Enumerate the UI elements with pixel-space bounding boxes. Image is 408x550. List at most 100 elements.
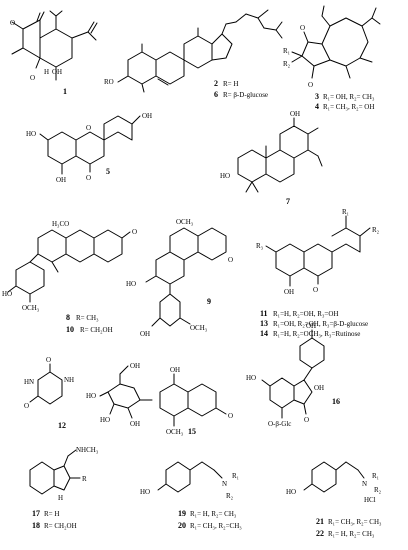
compound-caption: R₁= H, R₂= CH₃ — [190, 510, 237, 518]
structure-compound-11-13-14: R₁ R₂ R₃ O OH 11 R₁=H, R₂=OH, R₃=OH 13 R… — [256, 208, 380, 338]
structure-compound-12: O NH HN O 12 — [24, 356, 74, 430]
atom-label-o: O — [30, 74, 35, 82]
structure-compound-5: OH O O OH HO 5 — [26, 112, 152, 184]
compound-number: 6 — [214, 90, 218, 99]
compound-number: 8 — [66, 313, 70, 322]
atom-label-o: O — [228, 412, 233, 420]
atom-label-ho: HO — [86, 392, 96, 400]
structure-compound-1: O O H OH 1 — [10, 10, 98, 96]
atom-label-r: R — [82, 475, 87, 483]
atom-label-o: O — [46, 356, 51, 364]
compound-caption: R₁= CH₃, R₂= CH₃ — [328, 518, 382, 526]
compound-caption: R= CH₃ — [76, 314, 99, 322]
atom-label-o: O — [10, 19, 15, 27]
structure-compound-19-20: HO N R₁ R₂ 19 R₁= H, R₂= CH₃ 20 R₁= CH₃,… — [140, 461, 242, 530]
compound-number: 16 — [332, 397, 340, 406]
atom-label-hn: HN — [24, 378, 34, 386]
compound-caption: R₁=H, R₂=OH, R₃=OH — [273, 310, 338, 318]
atom-label-oh: OH — [284, 288, 294, 296]
atom-label-ho: HO — [246, 374, 256, 382]
atom-label-o: O — [228, 256, 233, 264]
atom-label-ho: HO — [26, 130, 36, 138]
structure-compound-9: OCH₃ O HO OCH₃ OH 9 — [126, 218, 233, 338]
compound-caption: R₁=H, R₂=OCH₃, R₃=Rutinose — [273, 330, 360, 338]
atom-label-oh: OH — [140, 330, 150, 338]
atom-label-r1: R₁ — [342, 208, 349, 216]
atom-label-nh: NH — [64, 376, 74, 384]
compound-number: 11 — [260, 309, 268, 318]
compound-caption: R= H — [223, 80, 238, 88]
compound-caption: R₁=OH, R₂=OH, R₃=β-D-glucose — [273, 320, 368, 328]
atom-label-hcl: HCl — [364, 496, 376, 504]
compound-number: 15 — [188, 427, 196, 436]
compound-number: 19 — [178, 509, 186, 518]
compound-number: 17 — [32, 509, 40, 518]
compound-number: 4 — [315, 102, 319, 111]
compound-caption: R= H — [44, 510, 59, 518]
atom-label-ho: HO — [2, 290, 12, 298]
atom-label-ho: HO — [220, 172, 230, 180]
atom-label-oh: OH — [170, 366, 180, 374]
structure-compound-21-22: HO N R₁ R₂ HCl 21 R₁= CH₃, R₂= CH₃ 22 R₁… — [286, 461, 382, 538]
compound-number: 22 — [316, 529, 324, 538]
compound-caption: R₁= CH₃, R₂= OH — [323, 103, 374, 111]
atom-label-r2: R₂ — [226, 492, 234, 500]
structure-compound-17-18: NHCH₃ R H 17 R= H 18 R= CH₂OH — [29, 446, 99, 530]
atom-label-och3: OCH₃ — [166, 428, 184, 436]
compound-number: 12 — [58, 421, 66, 430]
compound-number: 7 — [286, 197, 290, 206]
atom-label-o: O — [132, 228, 137, 236]
atom-label-och3: OCH₃ — [190, 324, 208, 332]
compound-number: 18 — [32, 521, 40, 530]
compound-number: 3 — [315, 92, 319, 101]
atom-label-h: H — [58, 494, 63, 502]
atom-label-ro: RO — [104, 78, 114, 86]
compound-number: 9 — [207, 297, 211, 306]
atom-label-o: O — [304, 416, 309, 424]
atom-label-r2: R₂ — [374, 486, 382, 494]
atom-label-h: H — [44, 68, 49, 76]
atom-label-r1: R₁ — [372, 472, 379, 480]
atom-label-r3: R₃ — [256, 242, 264, 250]
atom-label-o: O — [308, 81, 313, 89]
atom-label-oh: OH — [290, 110, 300, 118]
compound-caption: R= CH₂OH — [44, 522, 77, 530]
atom-label-oh: OH — [52, 68, 62, 76]
atom-label-h3co: H₃CO — [52, 220, 69, 228]
atom-label-o: O — [24, 402, 29, 410]
atom-label-o-beta-glc: O-β-Glc — [268, 420, 291, 428]
atom-label-och3: OCH₃ — [22, 304, 40, 312]
atom-label-oh: OH — [306, 322, 316, 330]
atom-label-n: N — [362, 480, 367, 488]
compound-number: 2 — [214, 79, 218, 88]
compound-number: 21 — [316, 517, 324, 526]
structure-compound-7: OH HO 7 — [220, 110, 323, 206]
atom-label-r2: R₂ — [372, 226, 380, 234]
atom-label-oh: OH — [314, 384, 324, 392]
structure-compound-16: OH HO OH O O-β-Glc 16 — [246, 322, 340, 428]
compound-caption: R₁= CH₃, R₂=CH₃ — [190, 522, 242, 530]
compound-caption: R= CH₂OH — [80, 326, 113, 334]
atom-label-r2: R₂ — [283, 60, 291, 68]
compound-number: 10 — [66, 325, 74, 334]
compound-caption: R= β-D-glucose — [223, 91, 268, 99]
atom-label-oh: OH — [130, 420, 140, 428]
atom-label-o: O — [86, 174, 91, 182]
atom-label-r1: R₁ — [232, 472, 239, 480]
atom-label-o: O — [300, 24, 305, 32]
atom-label-och3: OCH₃ — [176, 218, 194, 226]
compound-number: 20 — [178, 521, 186, 530]
atom-label-nhch3: NHCH₃ — [76, 446, 99, 454]
compound-number: 5 — [106, 167, 110, 176]
structure-compound-3-4: O O R₁ R₂ 3 R₁= OH, R₂= CH₃ 4 R₁= CH₃, R… — [283, 5, 381, 111]
compound-caption: R₁= H, R₂= CH₃ — [328, 530, 375, 538]
structure-compound-15: OH HO HO OH OH OCH₃ O 15 — [86, 362, 233, 436]
atom-label-oh: OH — [56, 176, 66, 184]
atom-label-r1: R₁ — [283, 47, 290, 55]
structure-compound-8-10: H₃CO O HO OCH₃ 8 R= CH₃ 10 R= CH₂OH — [2, 220, 137, 334]
compound-caption: R₁= OH, R₂= CH₃ — [323, 93, 375, 101]
atom-label-ho: HO — [100, 416, 110, 424]
structure-compound-2-6: RO 2 R= H 6 R= β-D-glucose — [104, 9, 283, 99]
atom-label-o: O — [313, 286, 318, 294]
